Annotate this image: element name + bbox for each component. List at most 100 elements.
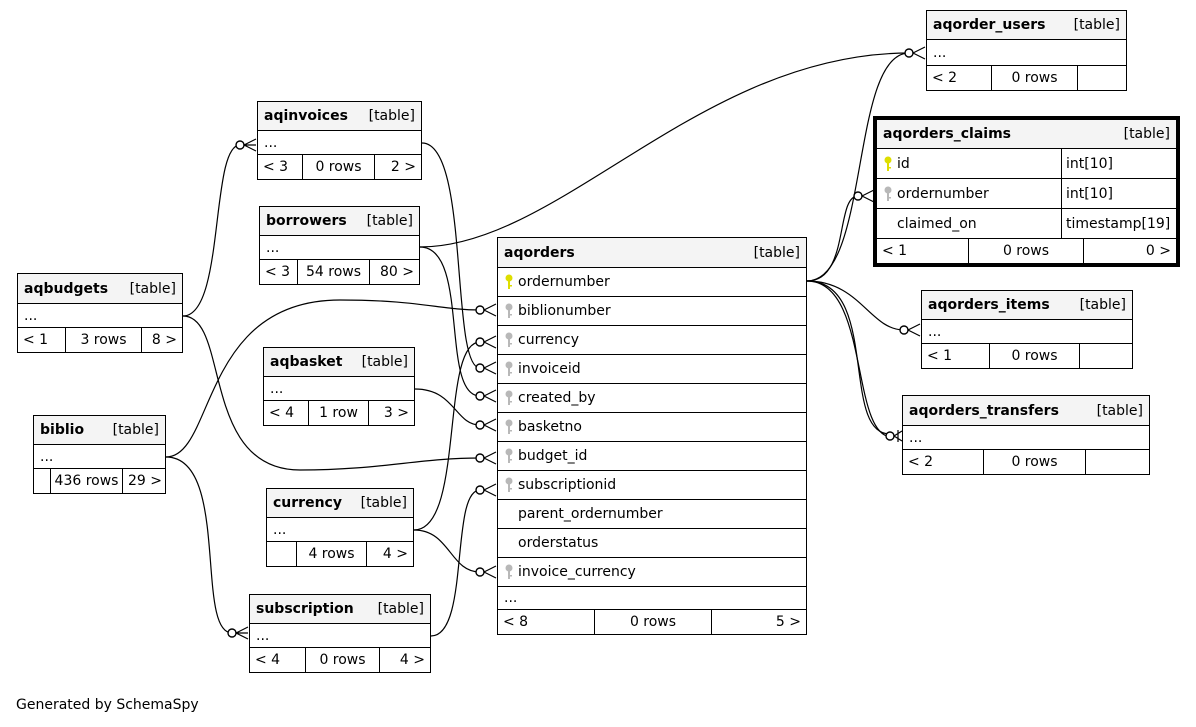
column-name: currency: [518, 332, 579, 348]
column-name: ...: [928, 323, 942, 340]
table-header: aqbudgets [table]: [18, 274, 182, 304]
primary-key-icon: [884, 156, 892, 171]
marker-transfers: [885, 431, 895, 441]
crow-invcurrency: [483, 565, 497, 579]
column-name: parent_ordernumber: [518, 506, 663, 522]
marker-basketno: [475, 420, 485, 430]
row-count: 0 rows: [969, 239, 1084, 263]
row-count: 0 rows: [984, 450, 1086, 474]
table-subscription[interactable]: subscription [table] ... < 4 0 rows 4 >: [249, 594, 431, 673]
table-currency[interactable]: currency [table] ... 4 rows 4 >: [266, 488, 414, 567]
row-count: 54 rows: [298, 260, 370, 284]
row-count: 1 row: [309, 401, 369, 425]
table-aqbudgets[interactable]: aqbudgets [table] ... < 1 3 rows 8 >: [17, 273, 183, 353]
table-aqinvoices[interactable]: aqinvoices [table] ... < 3 0 rows 2 >: [257, 101, 422, 180]
column-type: timestamp[19]: [1061, 209, 1176, 238]
edge-biblio-biblionumber: [165, 299, 481, 458]
table-aqorders-claims[interactable]: aqorders_claims [table] id int[10] order…: [873, 116, 1180, 267]
column-row: ...: [903, 426, 1149, 450]
foreign-key-icon: [505, 361, 513, 376]
children-count: 5 >: [775, 614, 801, 630]
row-count: 436 rows: [51, 469, 123, 493]
table-header: currency [table]: [267, 489, 413, 518]
table-borrowers[interactable]: borrowers [table] ... < 3 54 rows 80 >: [259, 206, 420, 285]
crow-createdby: [483, 389, 497, 403]
row-count: 0 rows: [306, 648, 380, 672]
column-row-id: id int[10]: [877, 149, 1176, 179]
table-name: borrowers: [266, 213, 347, 229]
table-header: aqorders_items [table]: [922, 291, 1132, 320]
table-footer: < 3 54 rows 80 >: [260, 260, 419, 284]
column-name: subscriptionid: [518, 477, 617, 493]
table-header: aqbasket [table]: [264, 348, 414, 377]
edge-aqbudgets-aqinvoices: [182, 144, 241, 317]
column-row-invoiceid: invoiceid: [498, 355, 806, 384]
edge-aqbasket-basketno: [414, 388, 481, 426]
generated-by-credit: Generated by SchemaSpy: [16, 697, 199, 713]
table-tag: [table]: [366, 213, 413, 229]
column-row: ...: [922, 320, 1132, 344]
table-aqorders[interactable]: aqorders [table] ordernumber biblionumbe…: [497, 237, 807, 635]
column-name: ...: [270, 380, 284, 397]
table-header: aqorders_transfers [table]: [903, 396, 1149, 426]
column-row-currency: currency: [498, 326, 806, 355]
crow-claims: [861, 189, 875, 203]
column-row-orderstatus: orderstatus: [498, 529, 806, 558]
table-aqorders-items[interactable]: aqorders_items [table] ... < 1 0 rows: [921, 290, 1133, 369]
table-header: biblio [table]: [34, 416, 165, 445]
crow-invoiceid: [483, 361, 497, 375]
table-footer: < 1 0 rows 0 >: [877, 239, 1176, 263]
table-name: subscription: [256, 601, 354, 617]
crow-aqinvoices: [243, 138, 257, 152]
column-name: ...: [909, 429, 923, 446]
column-name: ordernumber: [518, 274, 610, 290]
marker-subid: [475, 485, 485, 495]
table-tag: [table]: [1079, 297, 1126, 313]
column-name: ...: [24, 307, 38, 324]
parents-count: < 2: [927, 66, 992, 90]
table-tag: [table]: [368, 108, 415, 124]
table-tag: [table]: [377, 601, 424, 617]
table-name: currency: [273, 495, 342, 511]
parents-count: < 2: [903, 450, 984, 474]
table-biblio[interactable]: biblio [table] ... 436 rows 29 >: [33, 415, 166, 494]
table-footer: < 2 0 rows: [903, 450, 1149, 474]
children-count: 2 >: [390, 159, 416, 175]
crow-currency: [483, 335, 497, 349]
children-count: 8 >: [151, 332, 177, 348]
crow-budget: [483, 451, 497, 465]
column-row-basketno: basketno: [498, 413, 806, 442]
column-row: ...: [260, 236, 419, 260]
column-row: ...: [927, 40, 1126, 66]
crow-subid: [483, 483, 497, 497]
marker-currency: [475, 337, 485, 347]
table-footer: < 8 0 rows 5 >: [498, 610, 806, 634]
column-type: int[10]: [1061, 149, 1176, 178]
row-count: 0 rows: [595, 610, 712, 634]
edge-aqinvoices-invoiceid: [421, 142, 481, 369]
table-aqorder-users[interactable]: aqorder_users [table] ... < 2 0 rows: [926, 10, 1127, 91]
primary-key-icon: [505, 274, 513, 289]
foreign-key-icon: [505, 448, 513, 463]
crow-basketno: [483, 418, 497, 432]
table-footer: < 4 0 rows 4 >: [250, 648, 430, 672]
column-name: invoice_currency: [518, 564, 636, 580]
children-count: [1080, 344, 1132, 368]
edge-subscription-subid: [430, 489, 481, 637]
column-row: ...: [34, 445, 165, 469]
parents-count: < 4: [264, 401, 309, 425]
column-row-more: ...: [498, 587, 806, 610]
parents-count: < 1: [18, 328, 66, 352]
table-name: aqbudgets: [24, 280, 109, 297]
crow-transfers: [893, 430, 903, 442]
edge-biblio-subscription: [165, 456, 233, 634]
table-aqbasket[interactable]: aqbasket [table] ... < 4 1 row 3 >: [263, 347, 415, 426]
column-row-ordernumber: ordernumber: [498, 268, 806, 297]
column-name: invoiceid: [518, 361, 581, 377]
table-header: borrowers [table]: [260, 207, 419, 236]
children-count: 4 >: [382, 546, 408, 562]
table-aqorders-transfers[interactable]: aqorders_transfers [table] ... < 2 0 row…: [902, 395, 1150, 475]
table-header: aqorders [table]: [498, 238, 806, 268]
column-row-created-by: created_by: [498, 384, 806, 413]
children-count: 29 >: [128, 473, 162, 489]
